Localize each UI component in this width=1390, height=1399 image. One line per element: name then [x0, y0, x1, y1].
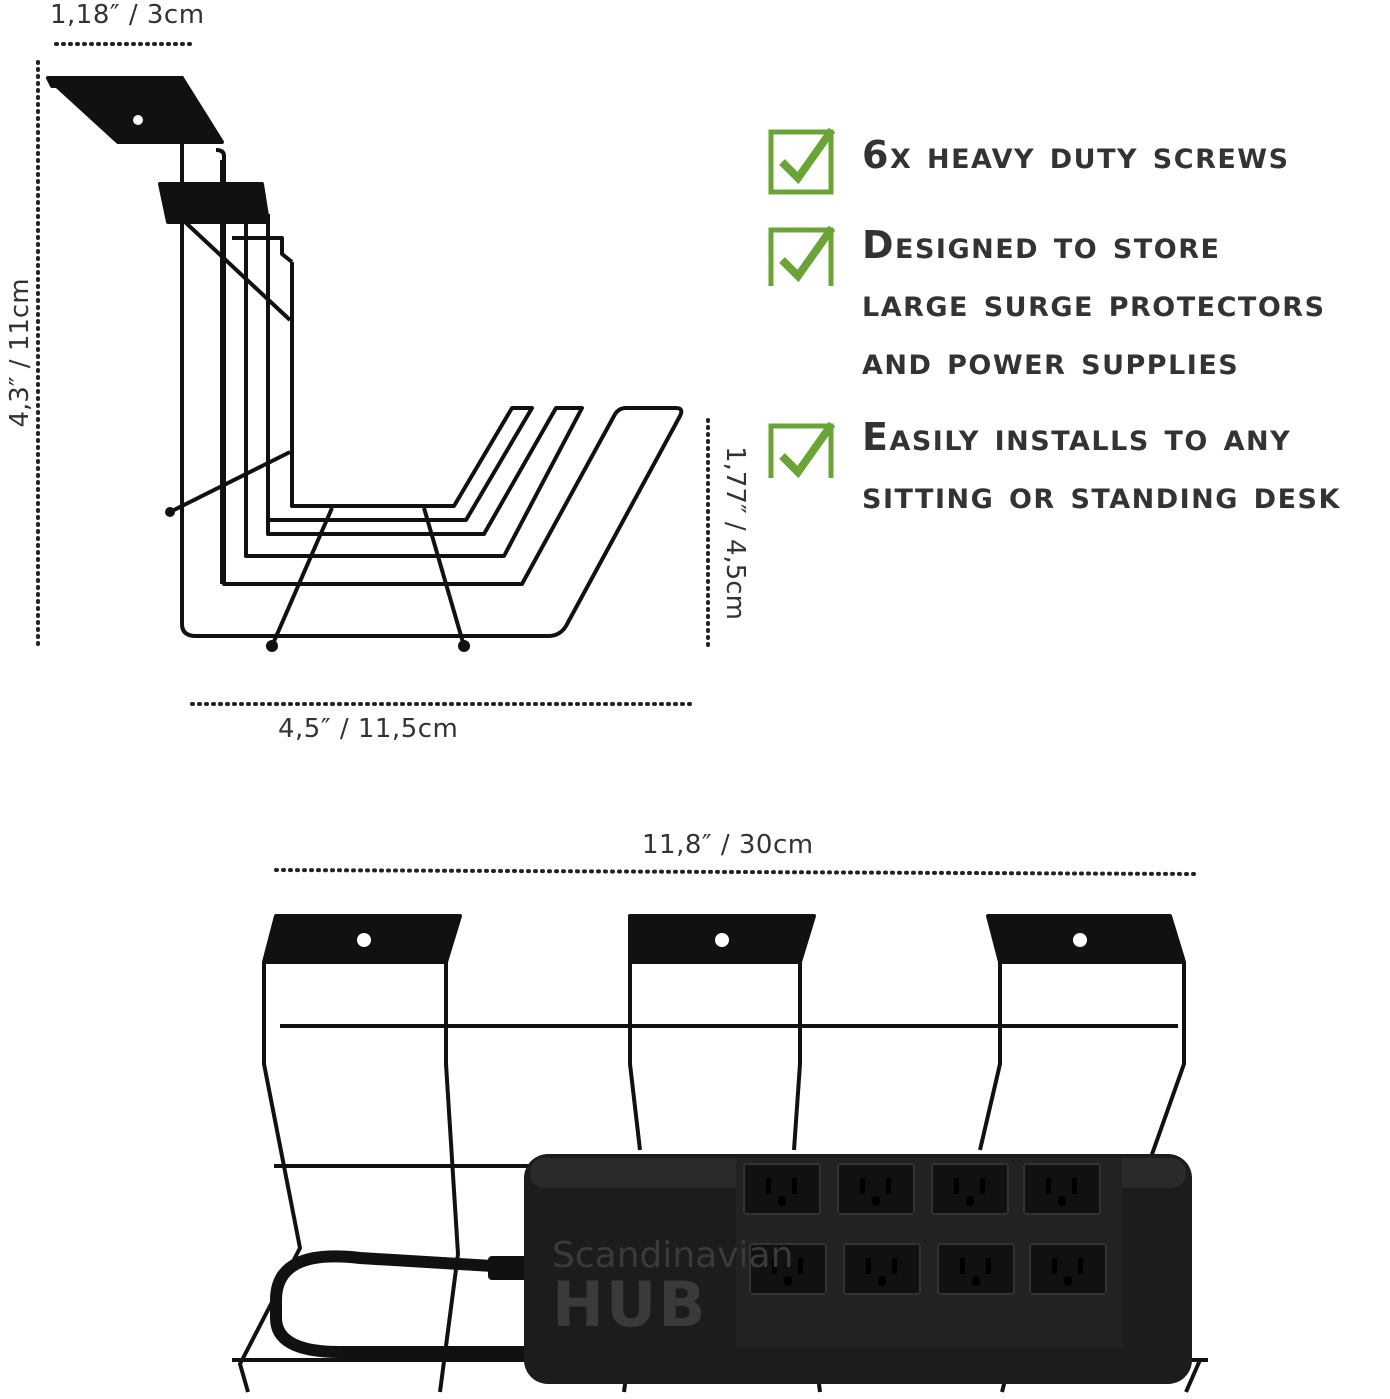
feature-text: Designed to store large surge protectors… [862, 216, 1326, 390]
feature-item-screws: 6x heavy duty screws [768, 126, 1290, 196]
dimension-depth: 1,77″ / 4,5cm [720, 446, 750, 620]
side-view-tray-drawing [46, 76, 684, 647]
dimension-lines [36, 42, 1196, 876]
feature-text: 6x heavy duty screws [862, 126, 1290, 184]
watermark-line2: HUB [552, 1268, 708, 1341]
checkmark-icon [768, 225, 836, 286]
watermark: Scandinavian HUB [552, 1238, 793, 1336]
dimension-top-width: 1,18″ / 3cm [50, 0, 205, 30]
outlet [749, 1243, 827, 1295]
feature-line: Easily installs to any [862, 415, 1292, 459]
watermark-line1: Scandinavian [552, 1235, 794, 1276]
outlet [837, 1163, 915, 1215]
feature-text: Easily installs to any sitting or standi… [862, 408, 1341, 524]
feature-line: large surge protectors [862, 281, 1326, 325]
checkmark-icon [768, 421, 836, 478]
checkmark-icon [768, 127, 836, 195]
outlet-grid [743, 1163, 1107, 1295]
power-cord [270, 1250, 532, 1358]
dimension-height: 4,3″ / 11cm [5, 278, 35, 428]
feature-line: and power supplies [862, 339, 1240, 383]
outlet [1029, 1243, 1107, 1295]
outlet [743, 1163, 821, 1215]
feature-line: sitting or standing desk [862, 473, 1341, 517]
side-view-feet [133, 115, 470, 652]
feature-item-install: Easily installs to any sitting or standi… [768, 408, 1341, 524]
outlet [843, 1243, 921, 1295]
dimension-width: 4,5″ / 11,5cm [278, 714, 459, 744]
outlet [1023, 1163, 1101, 1215]
feature-line: Designed to store [862, 223, 1221, 267]
mount-holes [357, 933, 1087, 947]
outlet [931, 1163, 1009, 1215]
cord-strain-relief [488, 1256, 528, 1280]
feature-line: 6x heavy duty screws [862, 133, 1290, 177]
outlet [937, 1243, 1015, 1295]
dimension-length: 11,8″ / 30cm [642, 830, 814, 860]
feature-item-storage: Designed to store large surge protectors… [768, 216, 1326, 390]
